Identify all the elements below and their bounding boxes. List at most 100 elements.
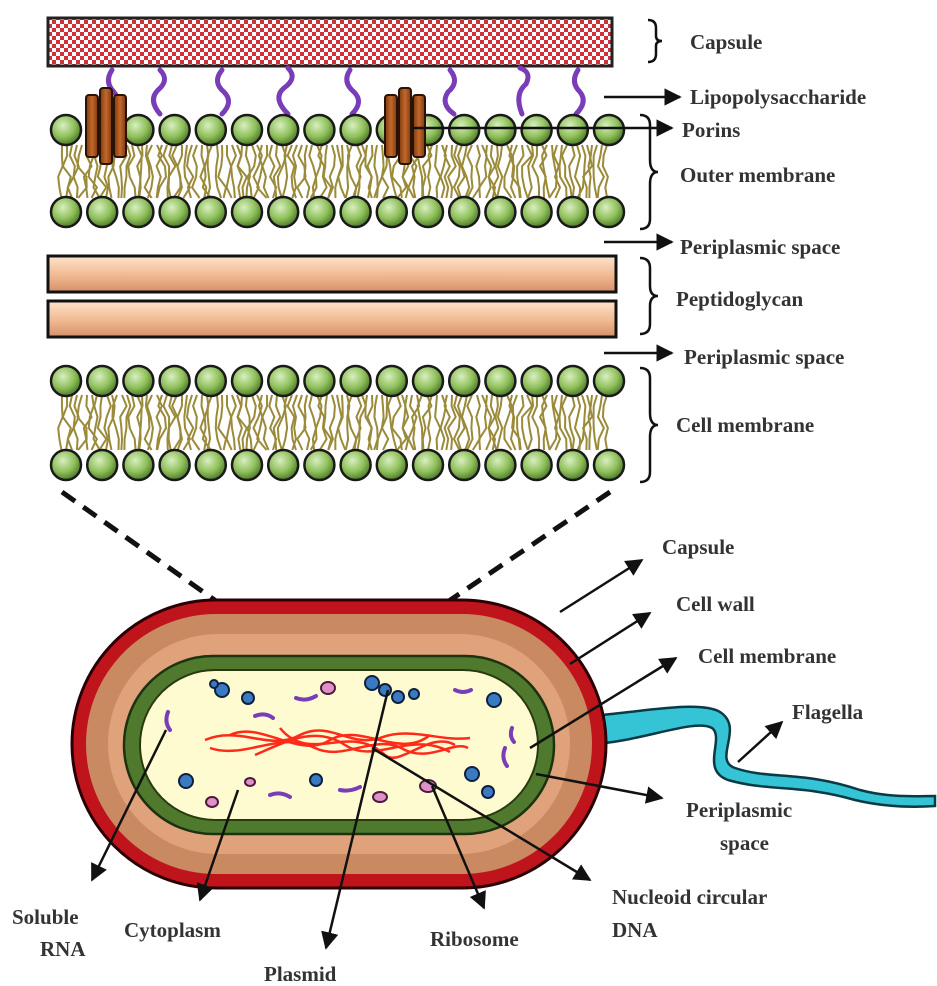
label-cytoplasm: Cytoplasm bbox=[124, 918, 221, 942]
phospholipid-head bbox=[268, 450, 298, 480]
label-periplasmic-space-line1: Periplasmic bbox=[686, 798, 792, 822]
cell-membrane-tails bbox=[58, 395, 608, 450]
phospholipid-tail bbox=[58, 145, 62, 198]
phospholipid-head bbox=[522, 197, 552, 227]
label-periplasmic-space-line2: space bbox=[720, 831, 769, 855]
phospholipid-tail bbox=[68, 145, 75, 198]
phospholipid-head bbox=[449, 450, 479, 480]
outer-membrane bbox=[51, 115, 624, 227]
phospholipid-head bbox=[413, 366, 443, 396]
phospholipid-head bbox=[196, 450, 226, 480]
phospholipid-tail bbox=[231, 395, 236, 450]
phospholipid-tail bbox=[282, 395, 287, 450]
label-flagella: Flagella bbox=[792, 700, 864, 724]
label-porins: Porins bbox=[682, 118, 740, 142]
phospholipid-head bbox=[87, 450, 117, 480]
label-cell-membrane-top: Cell membrane bbox=[676, 413, 814, 437]
label-cell-capsule: Capsule bbox=[662, 535, 734, 559]
phospholipid-head bbox=[341, 115, 371, 145]
label-cell-membrane: Cell membrane bbox=[698, 644, 836, 668]
phospholipid-head bbox=[485, 450, 515, 480]
phospholipid-tail bbox=[594, 145, 598, 198]
phospholipid-head bbox=[377, 450, 407, 480]
phospholipid-tail bbox=[262, 395, 268, 450]
phospholipid-head bbox=[594, 115, 624, 145]
phospholipid-head bbox=[196, 197, 226, 227]
phospholipid-tail bbox=[575, 145, 580, 198]
phospholipid-head bbox=[594, 197, 624, 227]
phospholipid-head bbox=[304, 366, 334, 396]
bracket-capsule bbox=[648, 20, 662, 62]
phospholipid-head bbox=[522, 366, 552, 396]
phospholipid-head bbox=[413, 450, 443, 480]
peptidoglycan-layer-upper bbox=[48, 256, 616, 292]
outer-membrane-top-heads bbox=[51, 115, 624, 145]
phospholipid-head bbox=[558, 450, 588, 480]
phospholipid-head bbox=[449, 197, 479, 227]
label-periplasmic-space-2: Periplasmic space bbox=[684, 345, 844, 369]
phospholipid-tail bbox=[594, 395, 598, 450]
cell-membrane-bilayer bbox=[51, 366, 624, 480]
phospholipid-head bbox=[196, 366, 226, 396]
phospholipid-head bbox=[232, 450, 262, 480]
phospholipid-head bbox=[485, 197, 515, 227]
phospholipid-tail bbox=[304, 395, 309, 450]
capsule-band bbox=[48, 18, 612, 66]
phospholipid-head bbox=[160, 366, 190, 396]
outer-membrane-bottom-heads bbox=[51, 197, 624, 227]
phospholipid-head bbox=[449, 115, 479, 145]
phospholipid-head bbox=[87, 197, 117, 227]
label-capsule-top: Capsule bbox=[690, 30, 762, 54]
phospholipid-head bbox=[377, 366, 407, 396]
phospholipid-tail bbox=[377, 395, 384, 450]
label-cell-wall: Cell wall bbox=[676, 592, 755, 616]
phospholipid-tail bbox=[418, 395, 423, 450]
phospholipid-tail bbox=[246, 145, 250, 198]
phospholipid-head bbox=[160, 115, 190, 145]
phospholipid-head bbox=[268, 197, 298, 227]
label-lipopolysaccharide: Lipopolysaccharide bbox=[690, 85, 866, 109]
label-outer-membrane: Outer membrane bbox=[680, 163, 835, 187]
phospholipid-tail bbox=[603, 145, 608, 198]
phospholipid-head bbox=[558, 115, 588, 145]
phospholipid-head bbox=[123, 197, 153, 227]
porin-right bbox=[385, 88, 425, 164]
phospholipid-head bbox=[304, 450, 334, 480]
phospholipid-head bbox=[268, 115, 298, 145]
phospholipid-head bbox=[413, 197, 443, 227]
phospholipid-tail bbox=[192, 395, 200, 450]
phospholipid-head bbox=[485, 366, 515, 396]
phospholipid-head bbox=[304, 115, 334, 145]
phospholipid-head bbox=[377, 197, 407, 227]
phospholipid-head bbox=[232, 115, 262, 145]
phospholipid-head bbox=[160, 197, 190, 227]
phospholipid-tail bbox=[58, 395, 62, 450]
phospholipid-head bbox=[558, 197, 588, 227]
phospholipid-tail bbox=[493, 145, 498, 198]
phospholipid-tail bbox=[435, 145, 440, 198]
phospholipid-head bbox=[341, 450, 371, 480]
outer-membrane-tails bbox=[58, 145, 608, 198]
label-nucleoid-line2: DNA bbox=[612, 918, 658, 942]
phospholipid-head bbox=[341, 366, 371, 396]
phospholipid-tail bbox=[603, 395, 608, 450]
phospholipid-head bbox=[196, 115, 226, 145]
arrow-cell-capsule bbox=[560, 560, 642, 612]
label-plasmid: Plasmid bbox=[264, 962, 337, 986]
label-periplasmic-space-1: Periplasmic space bbox=[680, 235, 840, 259]
phospholipid-tail bbox=[328, 145, 335, 198]
label-nucleoid-line1: Nucleoid circular bbox=[612, 885, 767, 909]
phospholipid-head bbox=[522, 450, 552, 480]
bracket-peptidoglycan bbox=[640, 258, 658, 334]
phospholipid-tail bbox=[598, 145, 604, 198]
phospholipid-head bbox=[51, 115, 81, 145]
phospholipid-head bbox=[123, 366, 153, 396]
phospholipid-head bbox=[51, 197, 81, 227]
bracket-cell-membrane bbox=[640, 368, 658, 482]
cell-membrane-bottom-heads bbox=[51, 450, 624, 480]
phospholipid-tail bbox=[428, 145, 432, 198]
phospholipid-tail bbox=[246, 395, 250, 450]
phospholipid-head bbox=[232, 197, 262, 227]
phospholipid-tail bbox=[575, 395, 580, 450]
label-soluble-rna-line2: RNA bbox=[40, 937, 86, 961]
